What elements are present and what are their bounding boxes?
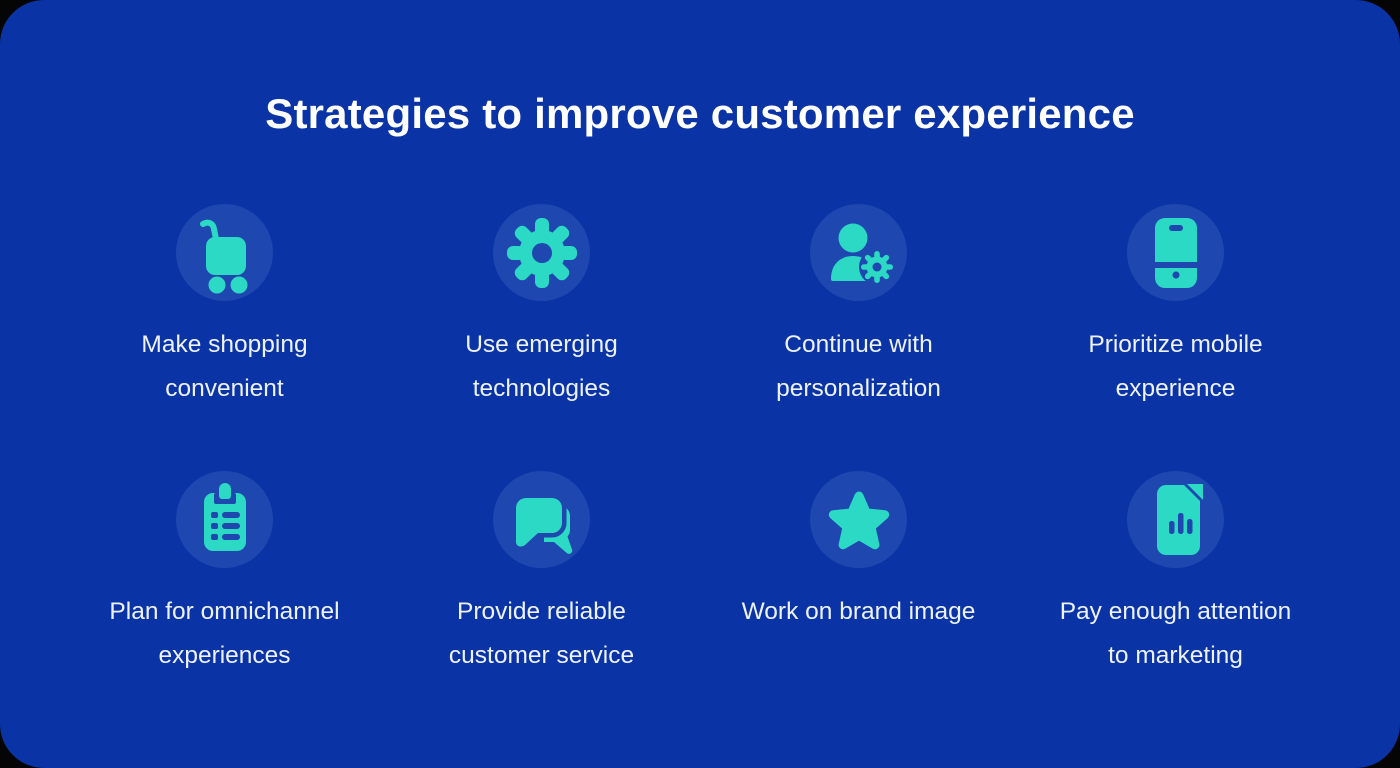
strategy-card-mobile: Prioritize mobile experience (1017, 204, 1334, 411)
strategy-card-brand: Work on brand image (700, 471, 1017, 678)
mobile-phone-icon (1154, 217, 1197, 288)
strategy-card-personalization: Continue with personalization (700, 204, 1017, 411)
chat-bubbles-icon (511, 493, 572, 554)
strategy-card-omnichannel: Plan for omnichannel experiences (66, 471, 383, 678)
strategy-label: Pay enough attention to marketing (1059, 598, 1292, 670)
strategy-label: Make shopping convenient (141, 331, 308, 403)
strategy-label: Work on brand image (741, 598, 976, 626)
star-icon (828, 491, 889, 550)
icon-circle (1127, 204, 1224, 302)
icon-circle (493, 204, 590, 302)
icon-circle (176, 204, 273, 302)
icon-circle (493, 471, 590, 569)
user-gear-icon (830, 223, 895, 285)
gear-icon (506, 217, 577, 288)
strategy-card-technologies: Use emerging technologies (383, 204, 700, 411)
strategy-label: Use emerging technologies (465, 331, 618, 403)
icon-circle (810, 471, 907, 569)
page-title: Strategies to improve customer experienc… (265, 90, 1135, 137)
strategy-label: Provide reliable customer service (448, 598, 635, 670)
strategy-label: Plan for omnichannel experiences (109, 598, 340, 670)
clipboard-list-icon (203, 482, 246, 551)
strategy-grid: Make shopping convenient (66, 204, 1334, 678)
icon-circle (810, 204, 907, 302)
strategy-card-service: Provide reliable customer service (383, 471, 700, 678)
shopping-cart-icon (199, 219, 247, 294)
strategy-card-marketing: Pay enough attention to marketing (1017, 471, 1334, 678)
strategy-card-shopping: Make shopping convenient (66, 204, 383, 411)
icon-circle (1127, 471, 1224, 569)
icon-circle (176, 471, 273, 569)
strategy-label: Prioritize mobile experience (1088, 331, 1263, 403)
strategy-label: Continue with personalization (776, 331, 941, 403)
document-chart-icon (1156, 483, 1203, 555)
